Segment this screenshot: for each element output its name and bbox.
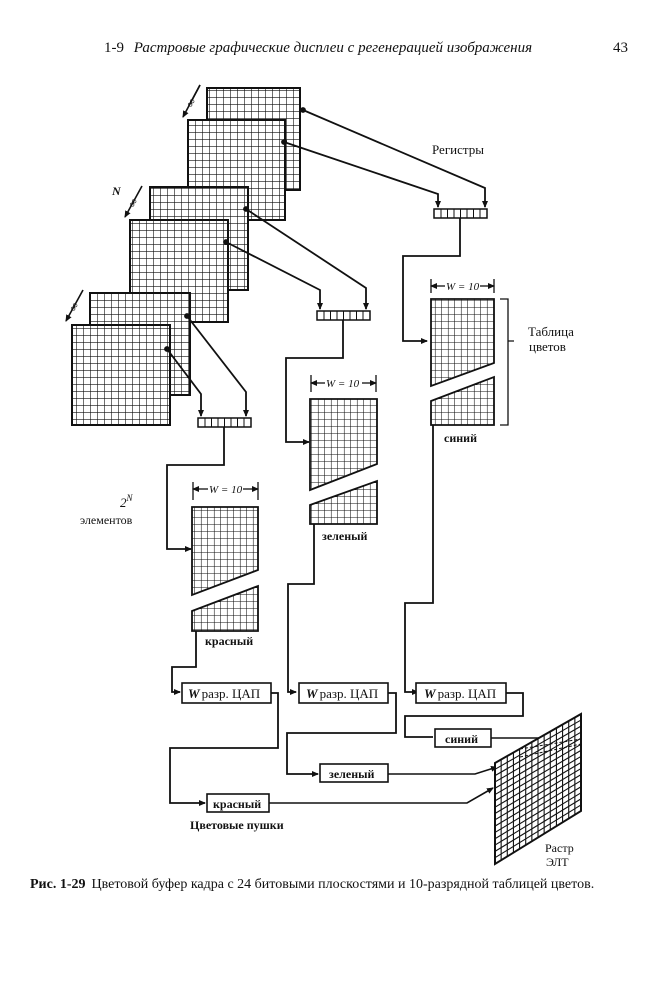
color-guns-label: Цветовые пушки (190, 818, 284, 832)
crt-grid-line (494, 798, 582, 852)
red-channel-label: красный (205, 634, 253, 648)
raster-label: Растр (545, 841, 574, 855)
width-label-green: W = 10 (326, 378, 360, 390)
caption-text: Цветовой буфер кадра с 24 битовыми плоск… (91, 877, 595, 892)
plane-to-register-connectors (164, 107, 488, 417)
running-title: Растровые графические дисплеи с регенера… (133, 40, 533, 56)
crt-grid-line (494, 743, 582, 796)
crt-grid-line (494, 780, 582, 833)
bit-planes-green-group (129, 186, 249, 323)
depth-ellipsis-icon: ∞ (124, 185, 143, 218)
gun-blue: синий (434, 728, 492, 748)
two-n-label: 2N (120, 493, 134, 510)
depth-ellipsis-icon: ∞ (65, 289, 84, 322)
figure-caption: Рис. 1-29 Цветовой буфер кадра с 24 битов… (30, 876, 650, 894)
depth-ellipsis-icon: ∞ (182, 84, 201, 118)
elements-label: элементов (80, 513, 133, 527)
section-number: 1-9 (104, 40, 124, 56)
bit-planes-red-group (71, 292, 191, 426)
register-red (197, 417, 252, 428)
bit-plane (71, 324, 171, 426)
dac-to-gun-connectors (169, 692, 524, 806)
crt-grid-line (494, 768, 582, 821)
crt-grid-line (494, 804, 582, 859)
width-label-blue: W = 10 (446, 281, 480, 293)
width-label-red: W = 10 (209, 484, 243, 496)
svg-text:синий: синий (445, 732, 478, 746)
svg-text:зеленый: зеленый (329, 767, 374, 781)
svg-text:∞: ∞ (65, 299, 81, 313)
crt-grid-line (494, 774, 582, 827)
gun-red: красный (206, 793, 270, 813)
svg-text:∞: ∞ (182, 95, 198, 109)
crt-grid-line (494, 762, 582, 814)
lut-green: W = 10 зеленый (309, 375, 378, 543)
lut-blue: W = 10 Таблица цветов синий (430, 279, 574, 445)
caption-label: Рис. 1-29 (30, 877, 86, 892)
page-header: 1-9 Растровые графические дисплеи с реге… (104, 40, 644, 60)
svg-text:∞: ∞ (124, 195, 140, 209)
crt-grid-line (494, 725, 582, 777)
crt-grid-line (494, 786, 582, 840)
crt-grid-line (494, 792, 582, 846)
gun-green: зеленый (319, 763, 389, 783)
svg-text:красный: красный (213, 797, 261, 811)
crt-raster: Растр ЭЛТ (494, 712, 582, 869)
green-channel-label: зеленый (322, 529, 367, 543)
raster-label-2: ЭЛТ (546, 855, 569, 869)
lut-red: W = 10 красный (191, 482, 259, 648)
crt-grid-line (494, 731, 582, 783)
color-table-label-2: цветов (529, 339, 566, 354)
crt-grid-line (494, 755, 582, 808)
register-to-lut-connectors (166, 218, 461, 552)
color-table-label: Таблица (528, 324, 574, 339)
crt-grid-line (494, 719, 582, 770)
register-blue (433, 208, 488, 219)
n-label: N (111, 184, 122, 198)
crt-grid-line (494, 749, 582, 802)
page-number: 43 (613, 40, 628, 56)
blue-channel-label: синий (444, 431, 477, 445)
lut-to-dac-connectors (171, 425, 434, 695)
registers-label: Регистры (432, 142, 484, 157)
register-green (316, 310, 371, 321)
